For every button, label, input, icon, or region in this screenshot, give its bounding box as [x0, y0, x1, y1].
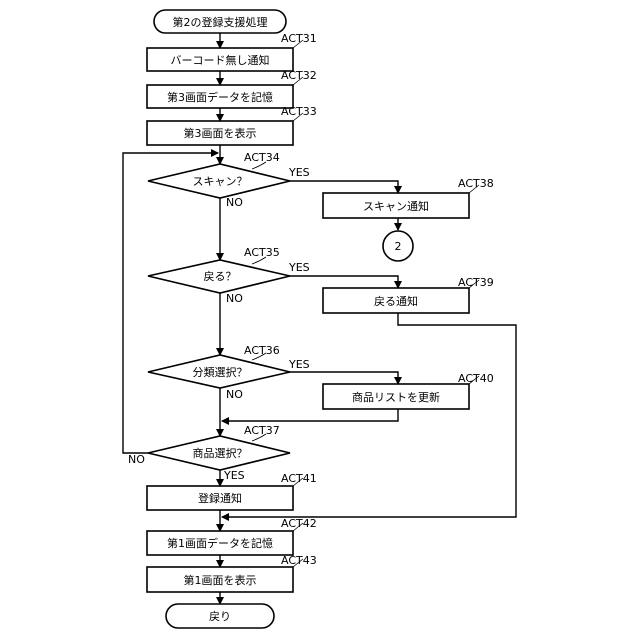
act42-id: ACT42 [281, 517, 317, 530]
act39-id: ACT39 [458, 276, 494, 289]
act37-no-label: NO [128, 453, 145, 466]
act34-id: ACT34 [244, 151, 280, 164]
process-act38: スキャン通知 ACT38 [323, 177, 494, 218]
connector-label: 2 [395, 240, 402, 253]
act38-label: スキャン通知 [363, 199, 429, 213]
act36-yes-label: YES [288, 358, 310, 371]
decision-act36: 分類選択？ ACT36 YES NO [148, 344, 310, 401]
act33-label: 第3画面を表示 [184, 126, 257, 140]
act35-yes-label: YES [288, 261, 310, 274]
process-act40: 商品リストを更新 ACT40 [323, 372, 494, 409]
act36-id: ACT36 [244, 344, 280, 357]
act42-label: 第1画面データを記憶 [167, 536, 273, 550]
act32-label: 第3画面データを記憶 [167, 90, 273, 104]
act39-label: 戻る通知 [374, 294, 418, 308]
start-terminator: 第2の登録支援処理 [154, 10, 286, 33]
act41-label: 登録通知 [198, 491, 242, 505]
decision-act35: 戻る？ ACT35 YES NO [148, 246, 310, 305]
act35-label: 戻る？ [204, 270, 237, 283]
process-act33: 第3画面を表示 ACT33 [147, 105, 317, 145]
act40-id: ACT40 [458, 372, 494, 385]
decision-act34: スキャン？ ACT34 YES NO [148, 151, 310, 209]
act37-yes-label: YES [223, 469, 245, 482]
act31-label: バーコード無し通知 [171, 53, 270, 67]
act38-id: ACT38 [458, 177, 494, 190]
act36-no-label: NO [226, 388, 243, 401]
act34-yes-label: YES [288, 166, 310, 179]
decision-act37: 商品選択？ ACT37 YES NO [128, 424, 290, 482]
act34-label: スキャン？ [193, 175, 248, 188]
act41-id: ACT41 [281, 472, 317, 485]
process-act31: バーコード無し通知 ACT31 [147, 32, 317, 71]
act32-id: ACT32 [281, 69, 317, 82]
end-terminator: 戻り [166, 604, 274, 628]
act31-id: ACT31 [281, 32, 317, 45]
process-act42: 第1画面データを記憶 ACT42 [147, 517, 317, 555]
act37-label: 商品選択？ [193, 446, 248, 460]
act43-id: ACT43 [281, 554, 317, 567]
process-act43: 第1画面を表示 ACT43 [147, 554, 317, 592]
process-act32: 第3画面データを記憶 ACT32 [147, 69, 317, 108]
act40-label: 商品リストを更新 [352, 390, 440, 404]
act35-id: ACT35 [244, 246, 280, 259]
end-label: 戻り [209, 610, 231, 623]
act36-label: 分類選択？ [193, 365, 248, 379]
act43-label: 第1画面を表示 [184, 573, 257, 587]
connector-2: 2 [383, 231, 413, 261]
act34-no-label: NO [226, 196, 243, 209]
process-act39: 戻る通知 ACT39 [323, 276, 494, 313]
start-label: 第2の登録支援処理 [173, 15, 268, 29]
act33-id: ACT33 [281, 105, 317, 118]
act35-no-label: NO [226, 292, 243, 305]
act37-id: ACT37 [244, 424, 280, 437]
